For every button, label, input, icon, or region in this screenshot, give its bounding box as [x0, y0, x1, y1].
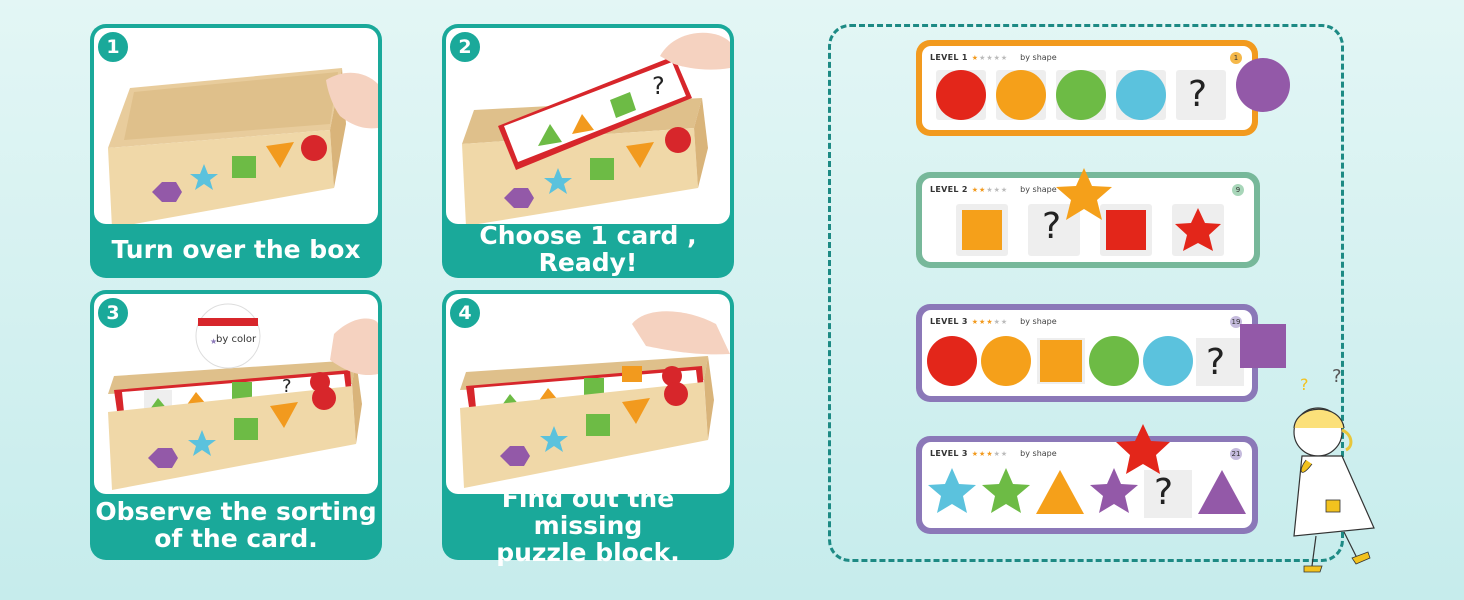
green-circle-icon	[1089, 336, 1139, 386]
box-with-card-illustration: ?	[462, 32, 730, 224]
orange-star-answer-icon	[1056, 168, 1112, 220]
step-2-card: 2 ? Choose 1 card , Ready!	[442, 24, 734, 278]
step-4-caption: Find out the missing puzzle block.	[446, 485, 730, 566]
step-4-photo	[446, 294, 730, 494]
level-card-1: LEVEL 1 ★★★★★ by shape 1 ?	[916, 40, 1258, 136]
red-circle-icon	[927, 336, 977, 386]
blue-star-icon	[928, 468, 976, 513]
orange-circle-icon	[996, 70, 1046, 120]
box-with-answer-illustration	[460, 311, 730, 488]
svg-text:?: ?	[652, 72, 665, 100]
caption-line: puzzle block.	[496, 537, 680, 567]
difficulty-stars-icon: ★★★★★	[971, 53, 1009, 62]
purple-circle-answer-icon	[1236, 58, 1290, 112]
level-mode: by shape	[1020, 449, 1057, 458]
wooden-box-closed-illustration	[108, 68, 378, 224]
difficulty-stars-icon: ★★★★★	[971, 317, 1009, 326]
green-star-icon	[982, 468, 1030, 513]
card-number: 19	[1230, 316, 1242, 328]
level-mode: by shape	[1020, 185, 1057, 194]
difficulty-stars-icon: ★★★★★	[971, 185, 1009, 194]
blue-circle-icon	[1143, 336, 1193, 386]
level-card-4: LEVEL 3 ★★★★★ by shape 21 ?	[916, 436, 1258, 534]
caption-line: Observe the sorting	[95, 497, 377, 526]
purple-star-icon	[1090, 468, 1138, 513]
purple-square-answer-icon	[1240, 324, 1286, 368]
level-title: LEVEL 3	[930, 449, 968, 458]
card-number: 9	[1232, 184, 1244, 196]
step-1-caption: Turn over the box	[111, 234, 361, 264]
orange-square-icon	[1040, 340, 1082, 382]
green-square-icon	[232, 156, 256, 178]
level-card-body: LEVEL 3 ★★★★★ by shape 19 ?	[922, 310, 1252, 396]
level-examples-frame	[828, 24, 1344, 562]
purple-triangle-icon	[1198, 470, 1246, 514]
red-square-icon	[1106, 210, 1146, 250]
question-mark: ?	[1206, 342, 1226, 383]
zoom-label: by color	[216, 334, 257, 345]
red-circle-icon	[301, 135, 327, 161]
box-with-card-inserted-illustration: ? ★	[108, 303, 378, 490]
card-number: 21	[1230, 448, 1242, 460]
step-3-card: 3 ? ★ by color Observe the s	[90, 290, 382, 560]
purple-hexagon-icon	[152, 182, 182, 202]
blue-circle-icon	[1116, 70, 1166, 120]
step-number-badge: 1	[96, 30, 130, 64]
card-number: 1	[1230, 52, 1242, 64]
level-card-body: LEVEL 3 ★★★★★ by shape 21 ?	[922, 442, 1252, 528]
question-mark: ?	[1154, 472, 1174, 513]
orange-square-icon	[962, 210, 1002, 250]
orange-circle-icon	[981, 336, 1031, 386]
level-header: LEVEL 1 ★★★★★ by shape	[930, 52, 1244, 63]
svg-text:?: ?	[1332, 366, 1342, 387]
orange-triangle-icon	[266, 142, 294, 168]
red-circle-icon	[936, 70, 986, 120]
svg-text:★: ★	[210, 337, 217, 346]
blue-star-icon	[190, 164, 218, 190]
level-mode: by shape	[1020, 53, 1057, 62]
level-title: LEVEL 2	[930, 185, 968, 194]
question-slot	[1176, 70, 1226, 120]
orange-triangle-icon	[1036, 470, 1084, 514]
svg-text:?: ?	[1300, 375, 1309, 394]
level-mode: by shape	[1020, 317, 1057, 326]
green-circle-icon	[1056, 70, 1106, 120]
red-star-icon	[1175, 208, 1221, 251]
step-2-caption: Choose 1 card , Ready!	[479, 221, 697, 277]
step-2-photo: ?	[446, 28, 730, 224]
red-star-answer-icon	[1116, 424, 1170, 474]
caption-line: of the card.	[154, 524, 318, 553]
level-card-3: LEVEL 3 ★★★★★ by shape 19 ?	[916, 304, 1258, 402]
question-mark: ?	[1188, 74, 1208, 115]
step-1-photo	[94, 28, 378, 224]
difficulty-stars-icon: ★★★★★	[971, 449, 1009, 458]
step-number-badge: 2	[448, 30, 482, 64]
level-title: LEVEL 1	[930, 53, 968, 62]
step-3-caption: Observe the sorting of the card.	[94, 494, 378, 556]
step-1-card: 1 Turn over the box	[90, 24, 382, 278]
level-4-sequence	[928, 468, 1246, 518]
level-header: LEVEL 3 ★★★★★ by shape	[930, 448, 1244, 459]
thinking-girl-illustration: ? ?	[1293, 366, 1375, 573]
step-4-card: 4 Find out the missing puzzle block.	[442, 290, 734, 566]
step-number-badge: 3	[96, 296, 130, 330]
level-2-sequence	[956, 204, 1224, 256]
step-3-photo: ? ★ by color	[94, 294, 378, 494]
level-1-sequence	[936, 70, 1226, 120]
level-header: LEVEL 2 ★★★★★ by shape	[930, 184, 1246, 195]
question-slot	[1196, 338, 1244, 386]
level-title: LEVEL 3	[930, 317, 968, 326]
step-number-badge: 4	[448, 296, 482, 330]
question-mark: ?	[1042, 206, 1062, 247]
level-header: LEVEL 3 ★★★★★ by shape	[930, 316, 1244, 327]
question-slot	[1144, 470, 1192, 518]
svg-text:?: ?	[282, 376, 292, 397]
level-card-body: LEVEL 1 ★★★★★ by shape 1 ?	[922, 46, 1252, 130]
level-3-sequence	[927, 336, 1244, 386]
